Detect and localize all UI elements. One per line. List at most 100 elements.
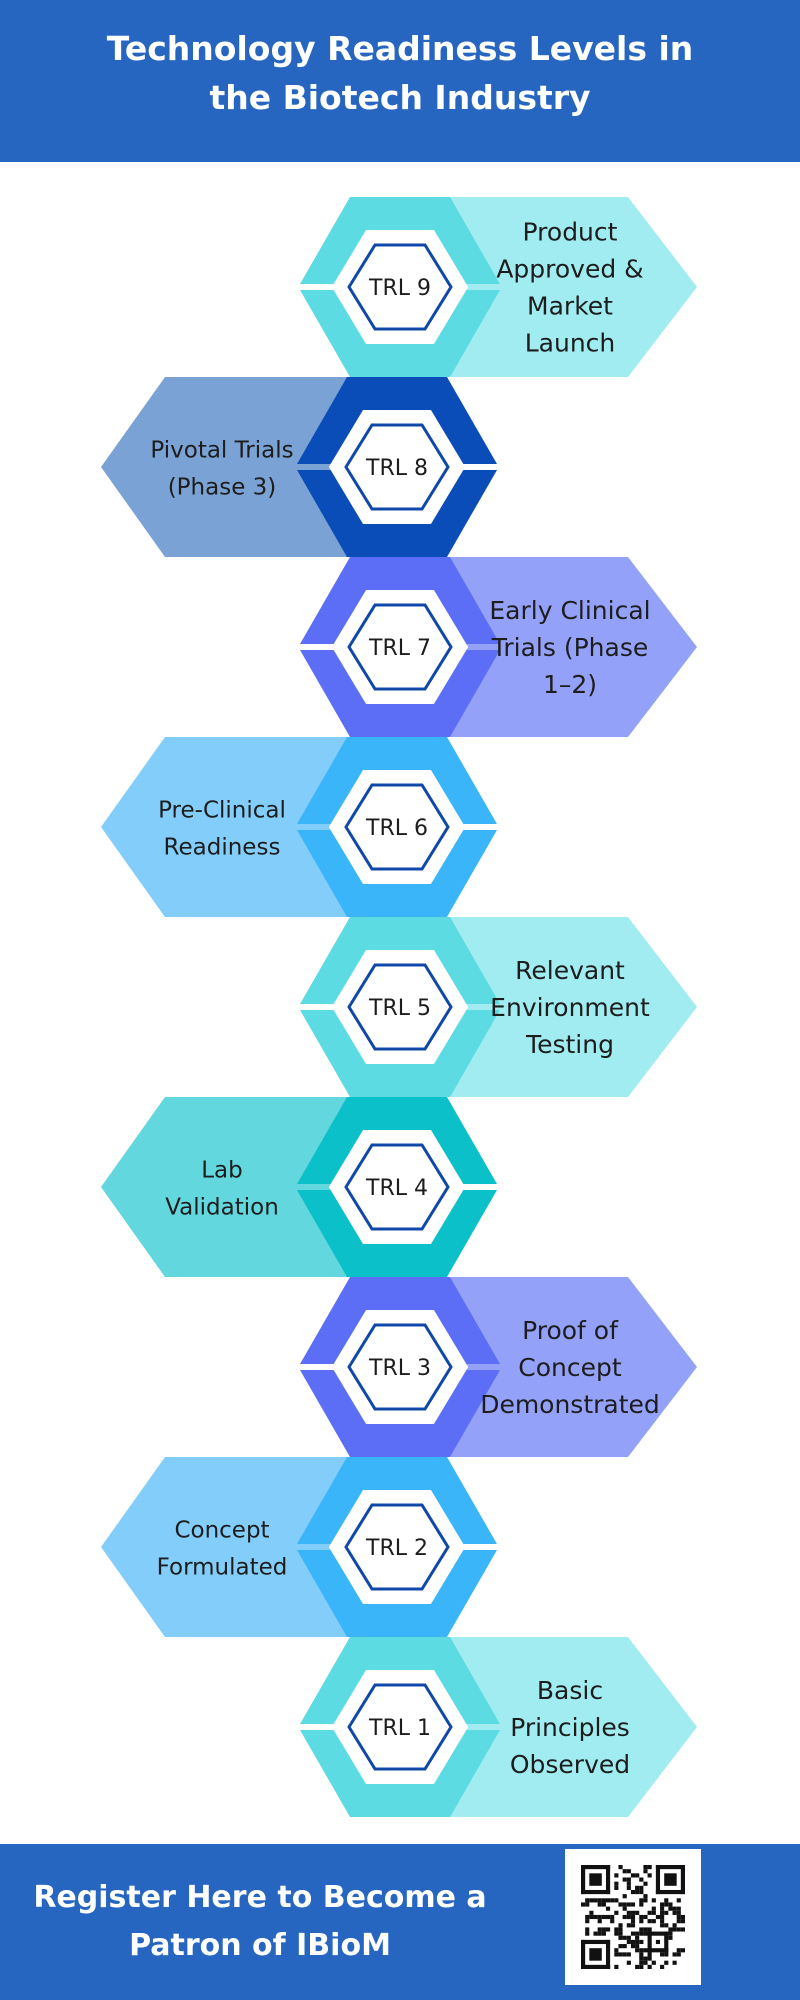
qr-module [622, 1914, 627, 1920]
qr-module [630, 1939, 636, 1945]
qr-module [647, 1964, 652, 1969]
qr-module [643, 1956, 648, 1961]
qr-module [664, 1960, 669, 1965]
qr-module [672, 1923, 677, 1928]
qr-module [647, 1952, 652, 1957]
qr-module [660, 1914, 665, 1920]
trl-8-label-line: Pivotal Trials [150, 438, 293, 464]
qr-module [651, 1960, 656, 1965]
qr-module [593, 1898, 598, 1903]
qr-module [597, 1914, 602, 1920]
qr-module [676, 1914, 681, 1920]
header-banner: Technology Readiness Levels in the Biote… [0, 0, 800, 162]
qr-module [668, 1927, 673, 1932]
qr-module [605, 1898, 611, 1903]
trl-1-label-line: Basic [537, 1676, 603, 1705]
qr-module [605, 1906, 611, 1911]
qr-module [618, 1927, 623, 1932]
qr-code-icon [581, 1865, 685, 1969]
qr-module [622, 1935, 627, 1940]
qr-module [626, 1914, 631, 1920]
qr-module [635, 1964, 640, 1969]
qr-module [589, 1898, 594, 1903]
qr-module [630, 1923, 636, 1928]
qr-finder-top-left [589, 1873, 602, 1886]
qr-module [643, 1869, 648, 1874]
qr-module [676, 1910, 681, 1915]
qr-module [680, 1948, 685, 1953]
qr-finder-top-right [655, 1889, 685, 1895]
qr-module [593, 1931, 598, 1936]
qr-module [639, 1885, 644, 1890]
qr-module [626, 1885, 631, 1890]
qr-code[interactable] [565, 1849, 701, 1985]
qr-module [643, 1865, 648, 1870]
trl-6-badge-label: TRL 6 [365, 816, 428, 841]
qr-module [593, 1914, 598, 1920]
qr-module [639, 1960, 644, 1965]
qr-module [585, 1927, 590, 1932]
qr-module [614, 1873, 619, 1878]
qr-finder-top-left [581, 1865, 586, 1895]
qr-module [601, 1902, 606, 1907]
trl-8-badge-hexagon [344, 423, 450, 511]
qr-module [643, 1948, 648, 1953]
qr-finder-top-left [581, 1865, 611, 1870]
qr-module [676, 1948, 681, 1953]
trl-7-label-line: Early Clinical [489, 596, 650, 625]
qr-module [618, 1944, 623, 1949]
qr-finder-bottom-left [581, 1939, 611, 1945]
qr-module [639, 1889, 644, 1895]
trl-6-label-line: Pre-Clinical [158, 798, 286, 824]
qr-module [618, 1931, 623, 1936]
qr-module [635, 1873, 640, 1878]
qr-module [660, 1906, 665, 1911]
trl-6-label-line: Readiness [164, 835, 281, 861]
trl-7-badge-hexagon [347, 603, 453, 691]
register-cta[interactable]: Register Here to Become a Patron of IBio… [20, 1874, 500, 1970]
trl-5-label-line: Environment [490, 993, 650, 1022]
qr-module [639, 1898, 644, 1903]
qr-finder-bottom-left [589, 1948, 602, 1961]
qr-module [585, 1898, 590, 1903]
qr-module [664, 1923, 669, 1928]
qr-module [660, 1964, 665, 1969]
page-title: Technology Readiness Levels in the Biote… [0, 24, 800, 122]
qr-module [643, 1960, 648, 1965]
qr-module [660, 1923, 665, 1928]
qr-module [630, 1873, 636, 1878]
qr-module [635, 1910, 640, 1915]
qr-module [630, 1931, 636, 1936]
qr-module [618, 1935, 623, 1940]
qr-module [622, 1869, 627, 1874]
qr-module [626, 1910, 631, 1915]
qr-module [651, 1898, 656, 1903]
qr-finder-top-left [581, 1889, 611, 1895]
qr-module [601, 1931, 606, 1936]
qr-module [585, 1914, 590, 1920]
trl-3-badge-label: TRL 3 [368, 1356, 431, 1381]
qr-module [680, 1927, 685, 1932]
qr-module [639, 1919, 644, 1924]
footer-banner: Register Here to Become a Patron of IBio… [0, 1844, 800, 2000]
trl-9-label-line: Launch [525, 329, 616, 358]
qr-module [626, 1939, 631, 1945]
qr-module [668, 1931, 673, 1936]
qr-module [626, 1877, 631, 1882]
qr-module [626, 1923, 631, 1928]
qr-module [664, 1952, 669, 1957]
trl-4-label-line: Validation [165, 1195, 279, 1221]
title-line-2: the Biotech Industry [209, 78, 591, 117]
qr-module [651, 1906, 656, 1911]
qr-module [635, 1944, 640, 1949]
trl-6-badge-hexagon [344, 783, 450, 871]
qr-module [676, 1906, 681, 1911]
qr-module [630, 1914, 636, 1920]
qr-module [680, 1919, 685, 1924]
qr-module [581, 1902, 586, 1907]
qr-alignment [664, 1931, 669, 1953]
